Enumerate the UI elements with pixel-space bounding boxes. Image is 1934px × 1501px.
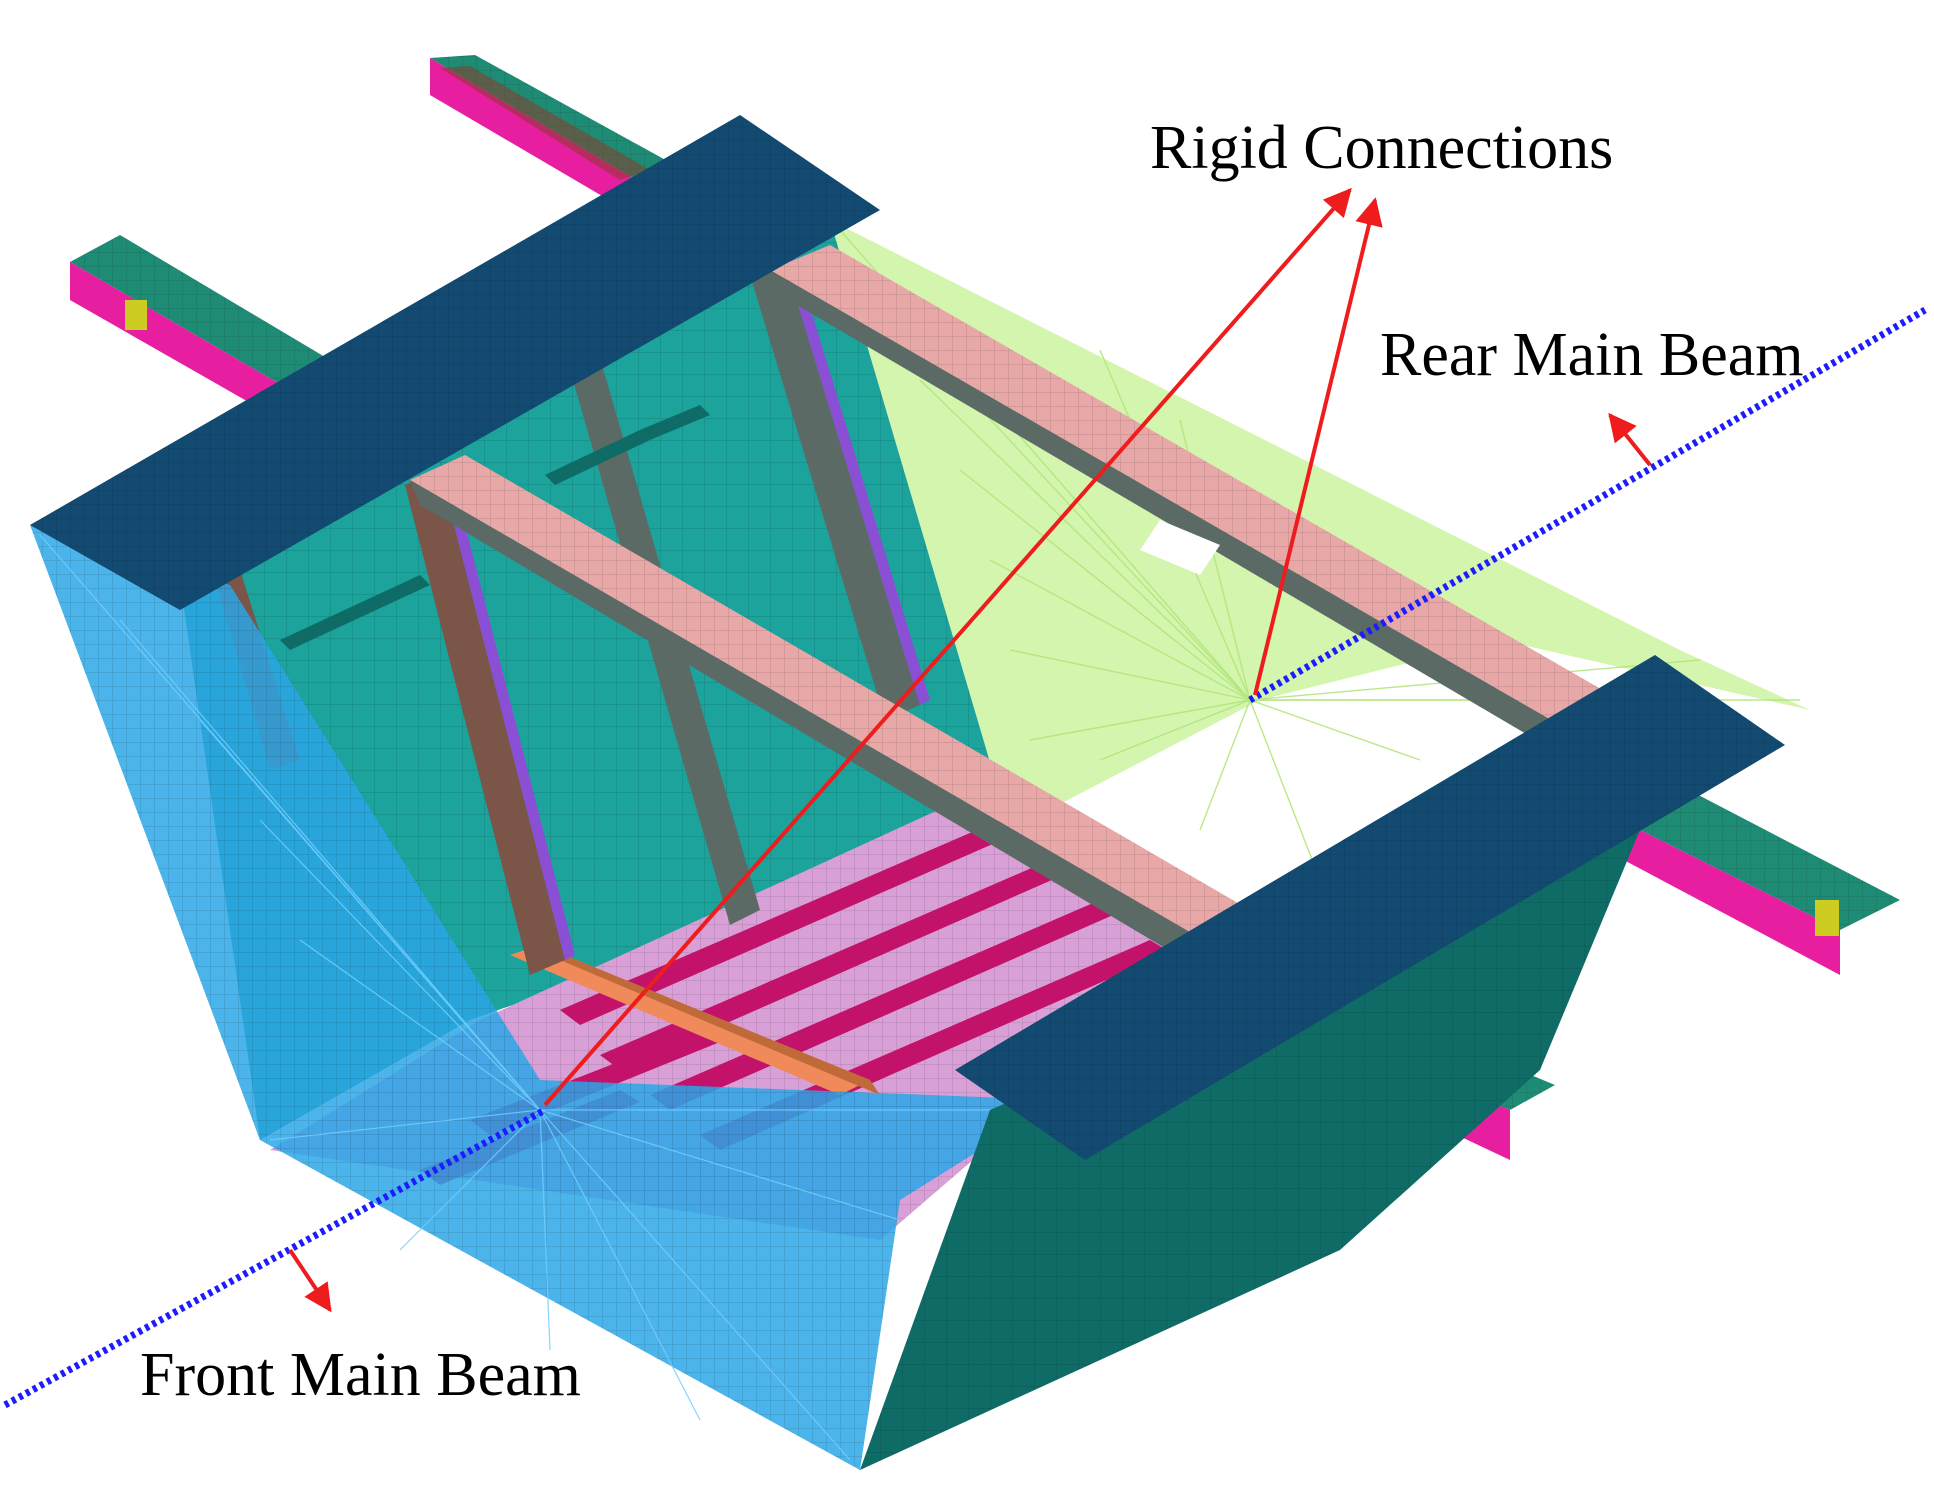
outrigger-beam-right-back: [1600, 775, 1900, 975]
strut-2-edge: [440, 466, 575, 960]
rear-main-beam-line: [1248, 306, 1927, 704]
strut-4: [750, 262, 920, 720]
cross-beam-rear: [770, 245, 1620, 748]
front-main-beam-line: [3, 1106, 547, 1409]
label-rear-main-beam: Rear Main Beam: [1380, 321, 1804, 389]
strut-2: [405, 470, 565, 975]
arrow-rigid-front: [543, 187, 1352, 1107]
side-panel-right: [860, 830, 1640, 1470]
panel-stiffeners: [280, 405, 710, 650]
annotation-arrows: [288, 187, 1652, 1313]
rear-rigid-connection-fan: [830, 220, 1810, 881]
rib-1: [560, 820, 1020, 1025]
lower-cross-beam: [510, 945, 880, 1095]
arrow-front-main-beam: [288, 1248, 332, 1313]
label-front-main-beam: Front Main Beam: [140, 1341, 581, 1409]
arrow-rigid-rear: [1253, 197, 1383, 696]
strut-4-edge: [785, 258, 930, 705]
outrigger-beam-left-back: [430, 55, 720, 230]
deck-plate-front: [955, 655, 1785, 1160]
arrow-rear-main-beam: [1608, 412, 1652, 467]
deck-plate-rear: [30, 115, 880, 610]
cross-beam-front: [410, 455, 1250, 960]
front-rigid-connection-fan: [30, 525, 1060, 1470]
label-rigid-connections: Rigid Connections: [1150, 114, 1613, 182]
rib-2: [600, 860, 1070, 1070]
outrigger-beam-left-front: [70, 235, 330, 420]
